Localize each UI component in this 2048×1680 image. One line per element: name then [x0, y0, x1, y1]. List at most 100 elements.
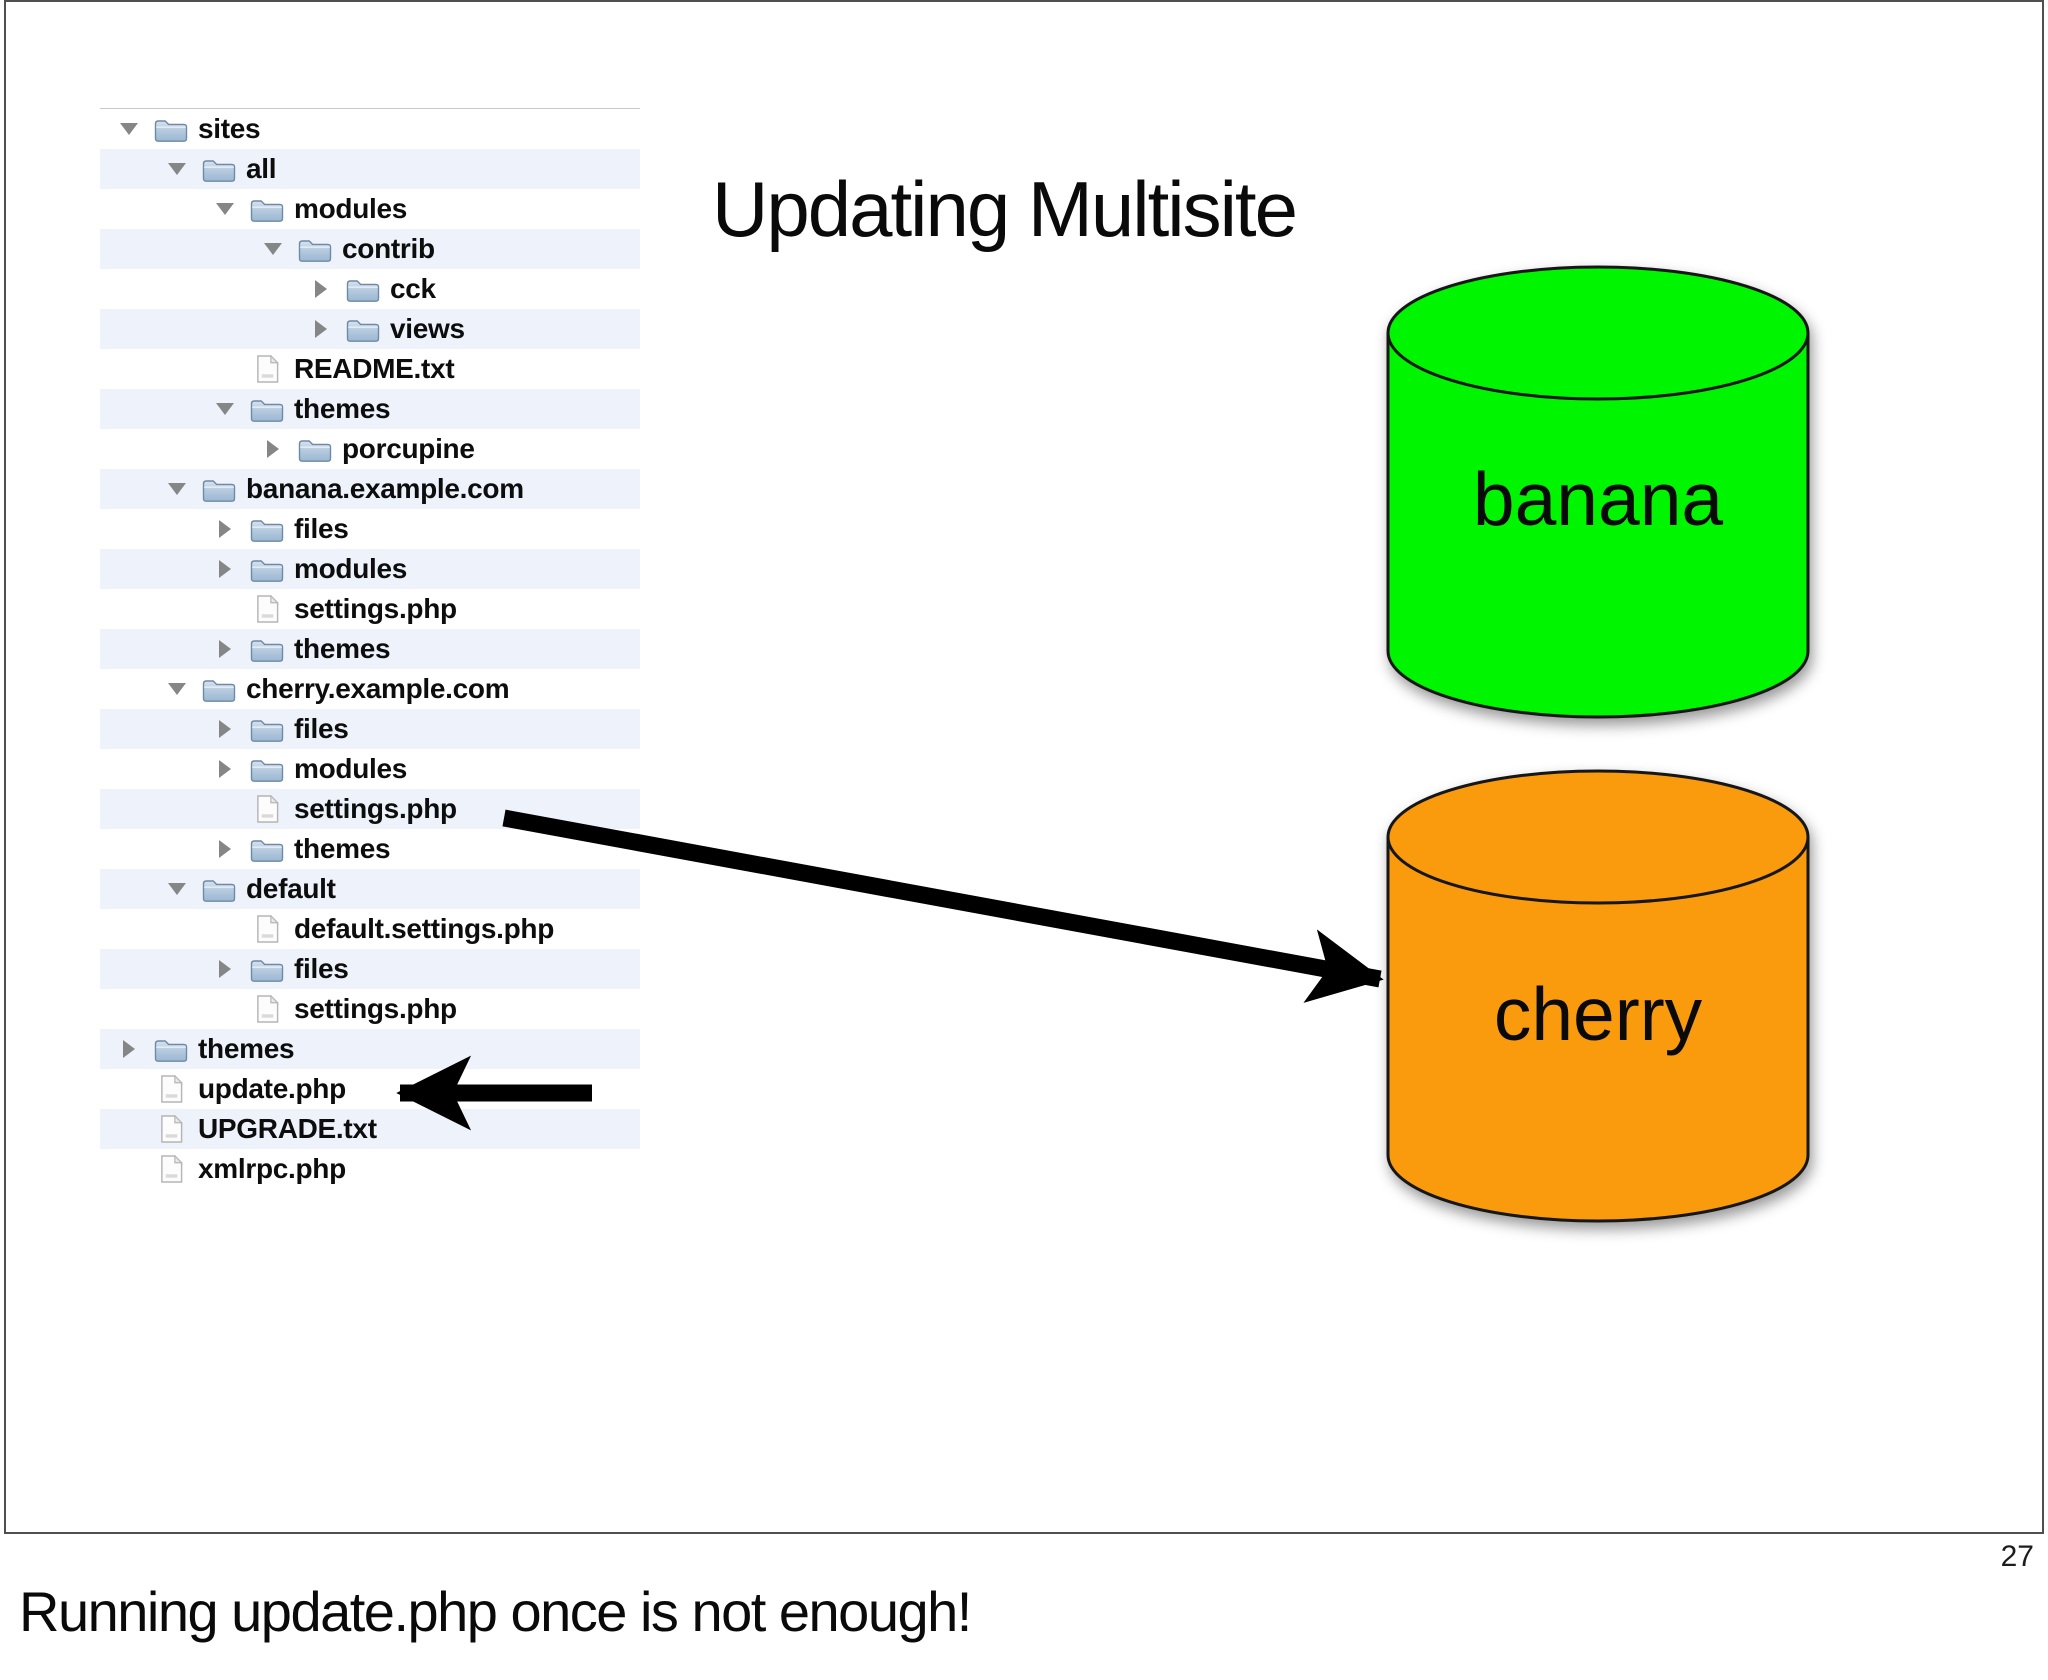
tree-item-label: contrib — [342, 233, 435, 264]
tree-item-label: modules — [294, 753, 408, 784]
disclosure-triangle-icon — [210, 829, 240, 869]
tree-item-label: settings.php — [294, 793, 457, 824]
folder-icon — [154, 109, 188, 149]
folder-icon — [250, 509, 284, 549]
tree-item-label: themes — [198, 1033, 295, 1064]
file-icon — [250, 909, 284, 949]
disclosure-triangle-icon — [114, 1109, 144, 1149]
folder-icon — [250, 749, 284, 789]
tree-row: porcupine — [100, 429, 640, 469]
tree-item-label: views — [390, 313, 465, 344]
tree-row: themes — [100, 389, 640, 429]
tree-item-label: all — [246, 153, 277, 184]
folder-icon — [202, 869, 236, 909]
folder-icon — [298, 429, 332, 469]
disclosure-triangle-icon — [162, 869, 192, 909]
folder-icon — [202, 149, 236, 189]
tree-row: contrib — [100, 229, 640, 269]
tree-row: cherry.example.com — [100, 669, 640, 709]
file-icon — [154, 1069, 188, 1109]
tree-row: settings.php — [100, 989, 640, 1029]
tree-row: settings.php — [100, 789, 640, 829]
tree-row: xmlrpc.php — [100, 1149, 640, 1189]
disclosure-triangle-icon — [210, 629, 240, 669]
folder-icon — [250, 389, 284, 429]
tree-item-label: UPGRADE.txt — [198, 1113, 377, 1144]
database-cylinder-banana: banana — [1386, 265, 1810, 719]
tree-row: modules — [100, 749, 640, 789]
tree-row: themes — [100, 1029, 640, 1069]
folder-icon — [202, 669, 236, 709]
database-label-cherry: cherry — [1494, 972, 1703, 1056]
tree-row: themes — [100, 629, 640, 669]
tree-row: settings.php — [100, 589, 640, 629]
cherry-cylinder-body — [1386, 837, 1810, 1223]
disclosure-triangle-icon — [210, 909, 240, 949]
disclosure-triangle-icon — [162, 469, 192, 509]
tree-row: update.php — [100, 1069, 640, 1109]
tree-item-label: README.txt — [294, 353, 455, 384]
disclosure-triangle-icon — [258, 229, 288, 269]
disclosure-triangle-icon — [306, 309, 336, 349]
file-tree: sites all modules contrib cck views READ… — [100, 108, 640, 1189]
tree-item-label: cck — [390, 273, 436, 304]
folder-icon — [250, 189, 284, 229]
tree-row: default.settings.php — [100, 909, 640, 949]
tree-item-label: banana.example.com — [246, 473, 524, 504]
tree-item-label: cherry.example.com — [246, 673, 510, 704]
folder-icon — [250, 629, 284, 669]
page-number: 27 — [2000, 1540, 2034, 1573]
disclosure-triangle-icon — [306, 269, 336, 309]
tree-row: all — [100, 149, 640, 189]
folder-icon — [250, 709, 284, 749]
tree-item-label: modules — [294, 193, 408, 224]
tree-item-label: default.settings.php — [294, 913, 555, 944]
disclosure-triangle-icon — [210, 709, 240, 749]
disclosure-triangle-icon — [210, 749, 240, 789]
disclosure-triangle-icon — [210, 509, 240, 549]
tree-item-label: xmlrpc.php — [198, 1153, 346, 1184]
folder-icon — [346, 309, 380, 349]
disclosure-triangle-icon — [114, 1029, 144, 1069]
file-icon — [250, 589, 284, 629]
tree-row: sites — [100, 109, 640, 149]
tree-row: themes — [100, 829, 640, 869]
slide-caption: Running update.php once is not enough! — [19, 1580, 972, 1643]
disclosure-triangle-icon — [114, 1069, 144, 1109]
tree-row: modules — [100, 189, 640, 229]
disclosure-triangle-icon — [162, 149, 192, 189]
database-cylinder-cherry: cherry — [1386, 769, 1810, 1223]
disclosure-triangle-icon — [210, 589, 240, 629]
tree-row: files — [100, 509, 640, 549]
tree-item-label: sites — [198, 113, 261, 144]
file-icon — [250, 349, 284, 389]
tree-item-label: themes — [294, 393, 391, 424]
disclosure-triangle-icon — [210, 989, 240, 1029]
tree-item-label: files — [294, 513, 349, 544]
tree-item-label: default — [246, 873, 336, 904]
folder-icon — [154, 1029, 188, 1069]
tree-row: default — [100, 869, 640, 909]
folder-icon — [298, 229, 332, 269]
tree-row: cck — [100, 269, 640, 309]
tree-row: README.txt — [100, 349, 640, 389]
disclosure-triangle-icon — [210, 949, 240, 989]
disclosure-triangle-icon — [258, 429, 288, 469]
tree-row: views — [100, 309, 640, 349]
disclosure-triangle-icon — [210, 389, 240, 429]
disclosure-triangle-icon — [210, 349, 240, 389]
tree-item-label: files — [294, 953, 349, 984]
folder-icon — [250, 949, 284, 989]
tree-item-label: themes — [294, 833, 391, 864]
banana-cylinder-top — [1386, 265, 1810, 401]
tree-item-label: settings.php — [294, 593, 457, 624]
disclosure-triangle-icon — [162, 669, 192, 709]
tree-row: files — [100, 949, 640, 989]
folder-icon — [250, 549, 284, 589]
tree-item-label: settings.php — [294, 993, 457, 1024]
tree-item-label: update.php — [198, 1073, 346, 1104]
disclosure-triangle-icon — [114, 109, 144, 149]
file-icon — [154, 1109, 188, 1149]
tree-row: modules — [100, 549, 640, 589]
disclosure-triangle-icon — [210, 789, 240, 829]
